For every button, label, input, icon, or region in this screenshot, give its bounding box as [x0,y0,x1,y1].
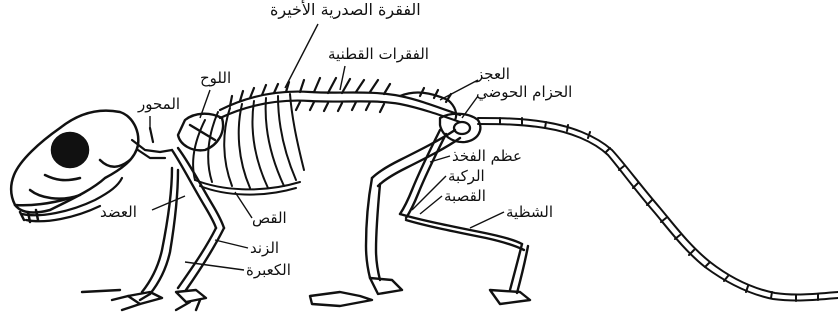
pointer-ribcage [235,192,252,218]
pointer-humerus [152,196,185,210]
pointer-ulna [215,240,248,248]
pointer-sacrum [440,80,478,100]
pointer-scapula [200,90,210,118]
pointer-knee [412,176,446,210]
pointer-lumbar [340,66,345,90]
pointer-fibula [470,212,504,228]
pointer-radius [185,262,244,270]
pointer-femur [430,156,450,162]
pointer-pelvic [462,96,478,118]
pointer-last-thoracic [285,24,318,88]
